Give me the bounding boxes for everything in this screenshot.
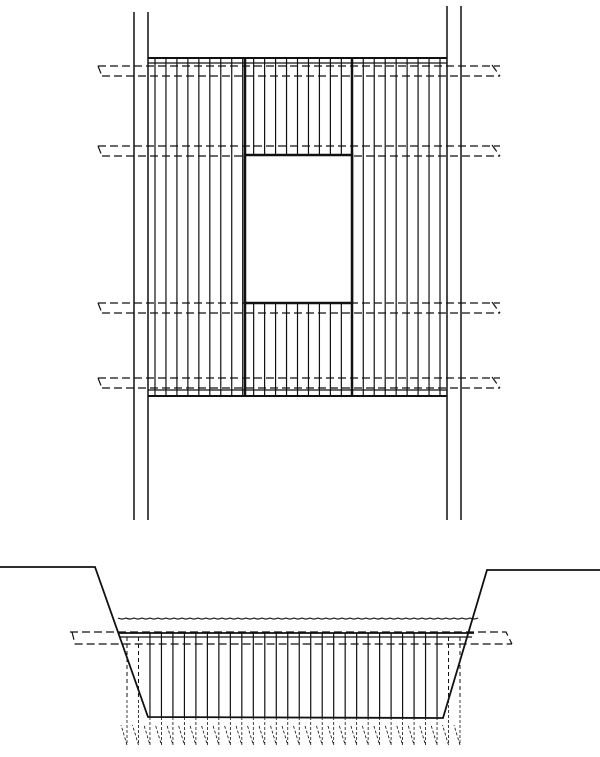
- pile-tip: [292, 717, 300, 746]
- pile-tip: [304, 717, 312, 746]
- pile-tip: [281, 717, 289, 746]
- dashed-beam: [70, 631, 513, 645]
- pile-tip: [373, 717, 381, 746]
- dashed-beam: [97, 301, 501, 314]
- pile-tip: [407, 717, 415, 746]
- pile-tip: [315, 717, 323, 746]
- pile-tip: [384, 717, 392, 746]
- ground-profile: [0, 566, 600, 719]
- pile-tip: [350, 717, 358, 746]
- pile-tip: [442, 700, 449, 746]
- pile-tip: [178, 717, 185, 746]
- pile-tip: [235, 717, 243, 746]
- pile-tip: [155, 717, 162, 746]
- plan-view: [97, 6, 501, 520]
- pile-tip: [223, 717, 231, 746]
- pile-tip: [120, 700, 128, 746]
- pile-tip: [453, 700, 461, 746]
- pile-tip: [338, 717, 346, 746]
- pile-tip: [200, 717, 208, 746]
- pile-tip: [166, 717, 174, 746]
- water-surface: [117, 617, 479, 620]
- pile-tip: [258, 717, 266, 746]
- opening: [243, 153, 354, 305]
- pile-tip: [430, 717, 438, 746]
- dashed-beam: [97, 376, 501, 389]
- pile-tip: [361, 717, 369, 746]
- pile-tip: [396, 717, 403, 746]
- pile-tip: [212, 717, 220, 746]
- dashed-beam: [97, 64, 501, 77]
- pile-tip: [132, 700, 139, 746]
- section-view: [0, 566, 600, 746]
- pile-tip: [419, 717, 426, 746]
- pile-tip: [143, 717, 151, 746]
- pile-tip: [246, 717, 254, 746]
- pile-tip: [269, 717, 277, 746]
- pile-tip: [189, 717, 197, 746]
- pile-tip: [327, 717, 335, 746]
